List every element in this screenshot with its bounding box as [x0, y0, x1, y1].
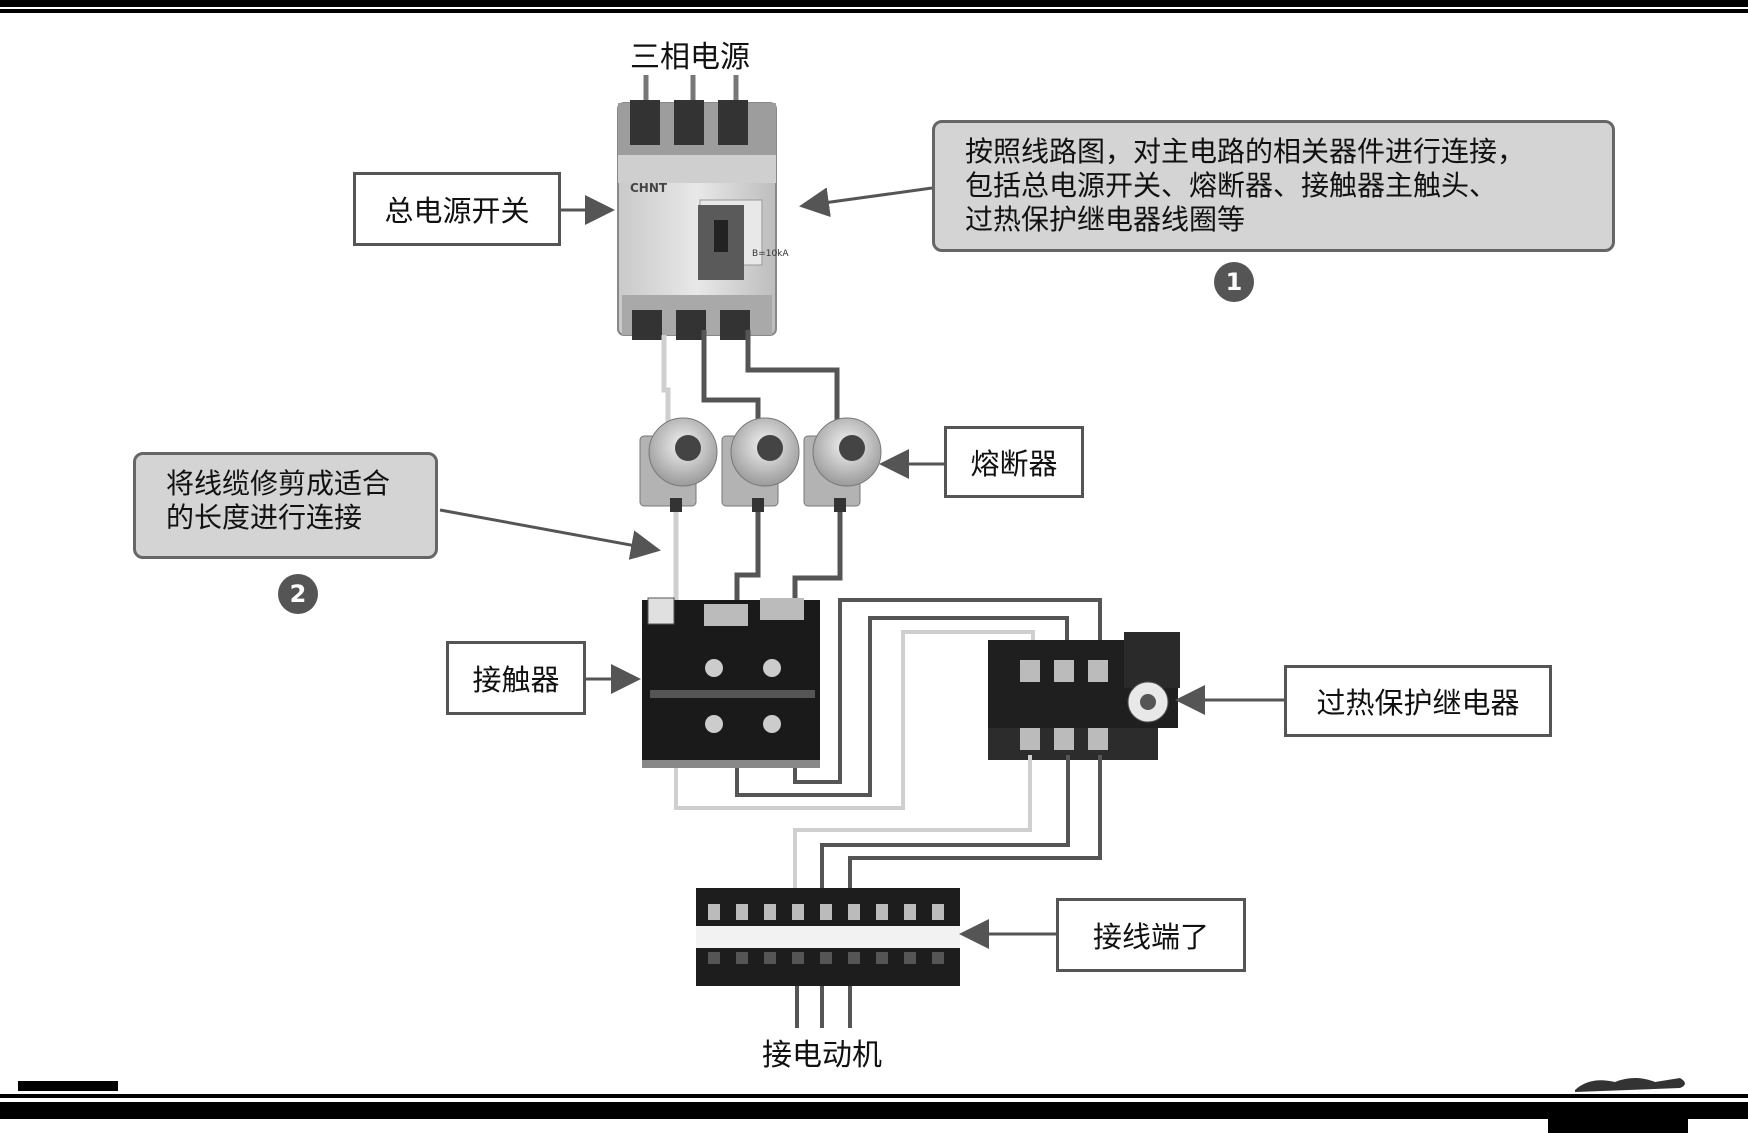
step2-note-line: 的长度进行连接 [166, 501, 363, 534]
fuse-3 [803, 417, 882, 512]
contactor-device [642, 597, 820, 768]
step1-note-line: 包括总电源开关、熔断器、接触器主触头、 [965, 169, 1498, 202]
step2-note-line: 将线缆修剪成适合 [166, 467, 391, 500]
wires-contactor-to-relay [674, 598, 1102, 810]
wires-fuses-to-contactor [673, 512, 843, 610]
arrow-step2-note [439, 508, 661, 560]
fuse-2 [721, 417, 800, 512]
fuse-label: 熔断器 [944, 426, 1084, 498]
main-breaker-device: CHNT B=10kA [617, 75, 789, 340]
step2-note: 将线缆修剪成适合 的长度进行连接 [133, 452, 438, 559]
power-supply-label: 三相电源 [630, 40, 750, 75]
wires-breaker-to-fuses [661, 330, 840, 430]
main-switch-label: 总电源开关 [353, 172, 561, 246]
fuse-1 [639, 417, 718, 512]
callout-arrows [439, 186, 1284, 949]
thermal-relay-device [988, 632, 1180, 760]
fuse-devices [639, 417, 882, 512]
terminal-block-device [696, 888, 960, 986]
terminal-block-label: 接线端了 [1056, 898, 1246, 972]
breaker-rating: B=10kA [752, 249, 789, 259]
step1-note: 按照线路图，对主电路的相关器件进行连接， 包括总电源开关、熔断器、接触器主触头、… [932, 120, 1615, 252]
step1-note-line: 按照线路图，对主电路的相关器件进行连接， [965, 135, 1526, 168]
motor-label: 接电动机 [762, 1038, 882, 1073]
thermal-relay-label: 过热保护继电器 [1284, 665, 1552, 737]
step2-badge: 2 [278, 574, 318, 614]
arrow-step1-note [799, 186, 933, 218]
wires-to-motor [795, 986, 852, 1028]
step1-note-line: 过热保护继电器线圈等 [965, 203, 1246, 236]
breaker-brand: CHNT [630, 181, 668, 195]
step1-badge: 1 [1214, 262, 1254, 302]
contactor-label: 接触器 [446, 641, 586, 715]
